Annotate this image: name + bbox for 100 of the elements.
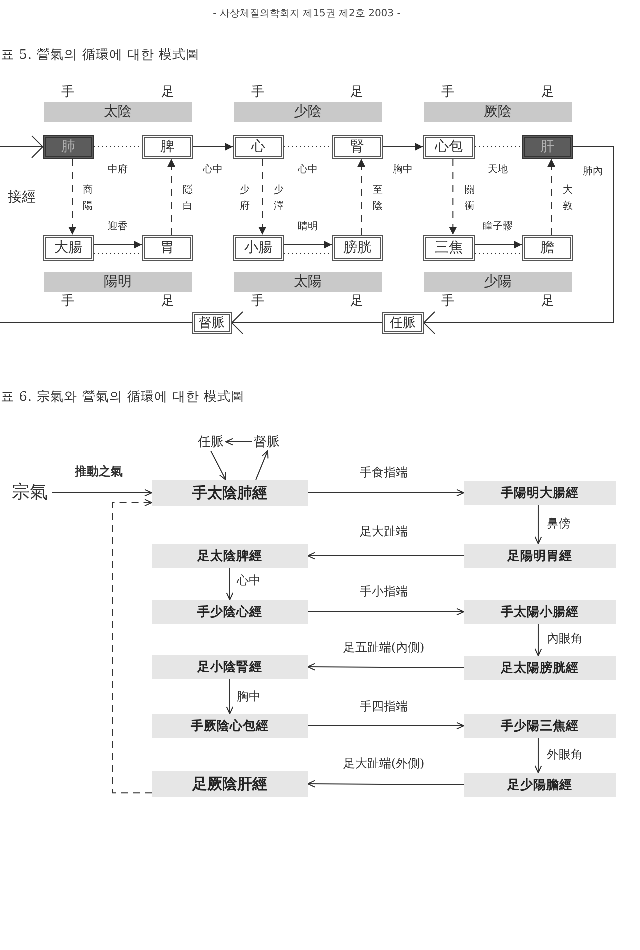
arrow — [534, 624, 542, 656]
edge-label: 心中 — [236, 574, 262, 588]
edge-label: 胸中 — [392, 164, 414, 176]
dotted-line — [284, 253, 332, 254]
figure-title: 표 6. 宗氣와 營氣의 循環에 대한 模式圖 — [1, 390, 245, 406]
meridian-band: 手陽明大腸經 — [464, 481, 616, 505]
meridian-band: 足陽明胃經 — [464, 544, 616, 568]
meridian-band: 少陰 — [234, 102, 382, 122]
band-caption: 手 — [442, 86, 454, 100]
band-caption: 足 — [542, 86, 554, 100]
organ-box: 腎 — [332, 135, 383, 159]
organ-box: 膀胱 — [332, 235, 383, 261]
meridian-band: 太陽 — [234, 272, 382, 292]
edge-label: 足五趾端(內側) — [342, 641, 426, 655]
side-note: 接經 — [8, 190, 36, 206]
dotted-line — [284, 146, 332, 148]
arrow — [94, 240, 142, 249]
arrow — [308, 608, 464, 616]
edge-label: 足大趾端(外側) — [342, 757, 426, 771]
band-caption: 手 — [62, 294, 74, 310]
meridian-band: 手太陰肺經 — [152, 480, 308, 506]
edge-label: 手食指端 — [359, 466, 409, 480]
band-caption: 足 — [162, 86, 174, 100]
arrow — [308, 780, 464, 788]
arrow — [210, 450, 226, 480]
organ-box: 心包 — [423, 135, 475, 159]
edge-label: 胸中 — [236, 690, 262, 704]
organ-box: 脾 — [142, 135, 193, 159]
meridian-band: 足太陰脾經 — [152, 544, 308, 568]
edge-label: 手四指端 — [359, 700, 409, 714]
running-header: - 사상체질의학회지 제15권 제2호 2003 - — [213, 8, 401, 20]
meridian-band: 手太陽小腸經 — [464, 600, 616, 624]
band-caption: 足 — [350, 294, 364, 310]
arrow — [0, 136, 44, 158]
organ-box: 大腸 — [43, 235, 94, 261]
edge-label: 瞳子髎 — [482, 222, 514, 232]
connector-line — [0, 322, 192, 324]
arrow — [382, 143, 424, 151]
dotted-line — [94, 253, 142, 254]
dashed-arrow — [548, 158, 556, 236]
dotted-line — [474, 253, 522, 254]
dashed-arrow — [258, 158, 267, 236]
band-caption: 手 — [442, 294, 454, 310]
arrow — [308, 663, 464, 671]
arrow — [192, 143, 234, 151]
meridian-band: 陽明 — [44, 272, 192, 292]
dashed-arrow — [68, 158, 77, 236]
arrow — [424, 146, 614, 334]
organ-box: 心 — [233, 135, 284, 159]
edge-label: 中府 — [107, 164, 129, 176]
arrow — [534, 738, 542, 774]
edge-label: 心中 — [202, 164, 224, 176]
meridian-band: 少陽 — [424, 272, 572, 292]
arrow — [308, 552, 464, 560]
dashed-arrow — [358, 158, 366, 236]
meridian-band: 手少陽三焦經 — [464, 714, 616, 738]
meridian-band: 足小陰腎經 — [152, 655, 308, 679]
band-caption: 足 — [162, 294, 174, 310]
organ-box: 肝 — [522, 135, 573, 159]
band-caption: 足 — [542, 294, 554, 310]
meridian-band: 足少陽膽經 — [464, 773, 616, 797]
edge-label: 內眼角 — [546, 632, 584, 646]
meridian-band: 手少陰心經 — [152, 600, 308, 624]
organ-box: 胃 — [142, 235, 193, 261]
edge-label: 迎香 — [107, 222, 129, 232]
band-caption: 手 — [252, 294, 264, 310]
edge-label: 肺內 — [582, 166, 604, 178]
edge-label: 天地 — [487, 164, 509, 176]
edge-label: 睛明 — [297, 222, 319, 232]
figure-title: 표 5. 營氣의 循環에 대한 模式圖 — [1, 48, 200, 64]
meridian-band: 厥陰 — [424, 102, 572, 122]
arrow — [232, 312, 382, 334]
dashed-arrow — [449, 158, 458, 236]
vessel-box: 督脈 — [192, 312, 232, 334]
dashed-arrow — [168, 158, 176, 236]
arrow — [52, 489, 152, 497]
edge-label: 鼻傍 — [546, 517, 572, 531]
arrow — [256, 450, 269, 480]
vessel-box: 任脈 — [382, 312, 424, 334]
organ-box: 小腸 — [233, 235, 284, 261]
meridian-band: 太陰 — [44, 102, 192, 122]
meridian-band: 足太陽膀胱經 — [464, 656, 616, 680]
band-caption: 手 — [62, 86, 74, 100]
arrow — [226, 438, 252, 446]
edge-label: 足大趾端 — [359, 525, 409, 539]
dotted-line — [474, 146, 522, 148]
edge-label: 手小指端 — [359, 585, 409, 599]
arrow — [534, 504, 542, 544]
arrow — [226, 678, 234, 714]
edge-label: 心中 — [297, 164, 319, 176]
arrow — [284, 240, 332, 249]
dotted-line — [94, 146, 142, 148]
arrow — [226, 568, 234, 600]
edge-label: 推動之氣 — [74, 465, 124, 479]
arrow — [308, 722, 464, 730]
band-caption: 手 — [252, 86, 264, 100]
meridian-band: 手厥陰心包經 — [152, 714, 308, 738]
dashed-arrow — [112, 499, 152, 794]
edge-label: 外眼角 — [546, 748, 584, 762]
band-caption: 足 — [350, 86, 364, 100]
